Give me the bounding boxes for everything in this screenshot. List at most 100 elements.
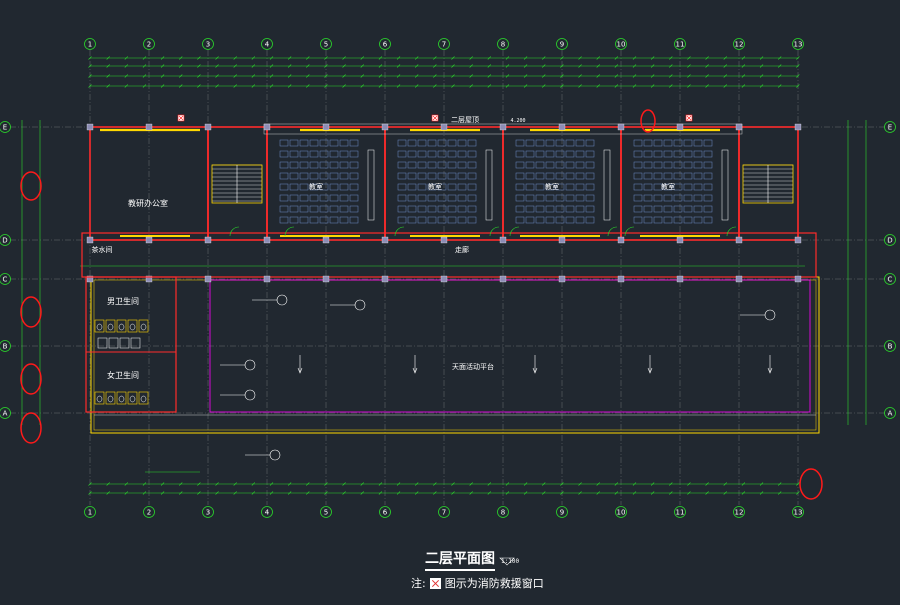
dimension-tick: [414, 64, 419, 68]
classroom-desk: [585, 150, 595, 158]
classroom-desk: [653, 194, 663, 202]
classroom-desk: [417, 216, 427, 224]
toilet-fixture: [140, 395, 147, 403]
toilet-stall: [94, 319, 105, 333]
classroom-desk: [349, 216, 359, 224]
dimension-tick: [632, 482, 637, 486]
drainage-arrow: [767, 367, 773, 374]
classroom-desk: [535, 161, 545, 169]
dimension-tick: [142, 84, 147, 88]
classroom-desk: [693, 216, 703, 224]
structural-column: [676, 123, 684, 131]
dimension-tick: [632, 74, 637, 78]
dimension-tick: [106, 74, 110, 78]
dimension-tick: [433, 84, 437, 88]
grid-bubble-col-label: 1: [88, 41, 92, 49]
grid-bubble-row-label: E: [888, 124, 892, 132]
classroom-desk: [397, 194, 407, 202]
review-circle-annotation: [20, 363, 42, 395]
structural-column: [794, 236, 802, 244]
classroom-desk: [683, 161, 693, 169]
grid-bubble-col: [792, 38, 804, 50]
dimension-tick: [796, 482, 800, 486]
classroom-desk: [299, 183, 309, 191]
classroom-desk: [299, 205, 309, 213]
dimension-tick: [414, 84, 419, 88]
classroom-desk: [633, 216, 643, 224]
dimension-tick: [560, 491, 564, 495]
dimension-tick: [542, 74, 546, 78]
structural-column: [381, 236, 389, 244]
dimension-tick: [687, 482, 691, 486]
classroom-desk: [397, 172, 407, 180]
roof-drain: [244, 389, 256, 401]
classroom-desk: [653, 150, 663, 158]
classroom-desk: [299, 216, 309, 224]
classroom-desk: [643, 205, 653, 213]
classroom-desk: [289, 161, 299, 169]
dimension-tick: [451, 74, 455, 78]
classroom-desk: [663, 150, 673, 158]
dimension-tick: [324, 491, 328, 495]
dimension-tick: [342, 56, 346, 60]
dimension-tick: [233, 491, 237, 495]
classroom-desk: [515, 150, 525, 158]
dimension-tick: [614, 74, 619, 78]
classroom-desk: [457, 150, 467, 158]
dimension-tick: [759, 84, 764, 88]
classroom-desk: [447, 205, 457, 213]
drainage-arrow: [297, 367, 303, 374]
dimension-tick: [233, 74, 237, 78]
dimension-tick: [523, 64, 528, 68]
door-swing: [607, 226, 618, 237]
dimension-tick: [396, 482, 401, 486]
classroom-desk: [663, 183, 673, 191]
furniture-layer: [94, 139, 729, 405]
dimension-tick: [396, 84, 401, 88]
dimension-tick: [269, 64, 274, 68]
classroom-desk: [447, 150, 457, 158]
classroom-desk: [585, 139, 595, 147]
dimension-tick: [687, 84, 691, 88]
grid-bubble-col: [497, 506, 509, 518]
classroom-desk: [575, 205, 585, 213]
classroom-desk: [703, 150, 713, 158]
dimension-tick: [324, 482, 328, 486]
classroom-desk: [447, 183, 457, 191]
grid-bubble-col-label: 1: [88, 509, 92, 517]
classroom-desk: [673, 216, 683, 224]
dimension-tick: [741, 491, 746, 495]
classroom-desk: [309, 216, 319, 224]
annotation-highlight-layer: [20, 109, 823, 500]
classroom-desk: [673, 194, 683, 202]
grid-bubble-col: [261, 506, 273, 518]
dimension-tick: [215, 491, 219, 495]
dimension-tick: [796, 74, 800, 78]
toilet-fixture: [129, 323, 136, 331]
toilet-stall: [94, 391, 105, 405]
structural-column: [735, 123, 743, 131]
structural-column: [676, 236, 684, 244]
classroom-desk: [467, 194, 477, 202]
classroom-desk: [643, 194, 653, 202]
dimension-tick: [106, 482, 110, 486]
classroom-desk: [397, 216, 407, 224]
structural-column: [558, 236, 566, 244]
dimension-tick: [396, 491, 401, 495]
toilet-stall: [127, 391, 138, 405]
dimension-tick: [179, 56, 183, 60]
drainage-arrow: [412, 367, 418, 374]
dimension-tick: [342, 491, 346, 495]
grid-bubble-col-label: 2: [147, 41, 151, 49]
dimension-tick: [741, 84, 746, 88]
classroom-desk: [585, 205, 595, 213]
dimension-tick: [759, 74, 764, 78]
toilet-fixture: [107, 323, 114, 331]
grid-bubble-row-label: C: [888, 276, 893, 284]
grid-bubble-col: [733, 506, 745, 518]
door-swing: [489, 226, 500, 237]
classroom-desk: [525, 161, 535, 169]
classroom-desk: [515, 139, 525, 147]
classroom-desk: [535, 172, 545, 180]
dimension-tick: [614, 84, 619, 88]
